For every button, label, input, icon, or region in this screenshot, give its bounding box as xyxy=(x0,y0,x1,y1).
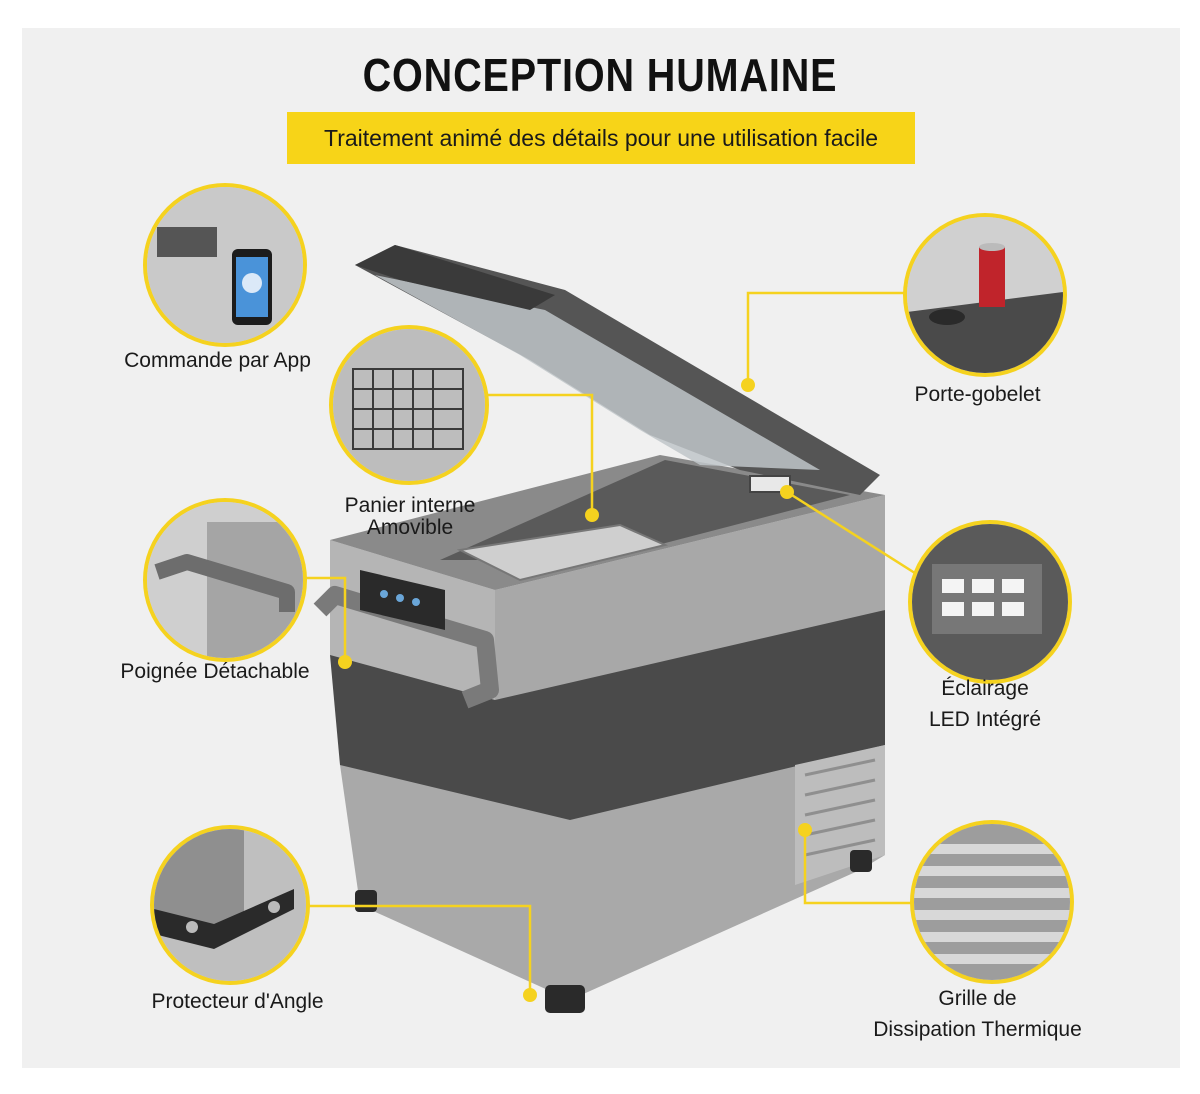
handle-icon xyxy=(147,502,303,658)
side-handle xyxy=(313,586,499,709)
fridge-cavity xyxy=(440,460,850,560)
label-corner: Protecteur d'Angle xyxy=(151,990,324,1013)
label-app-control: Commande par App xyxy=(124,349,311,372)
subtitle-text: Traitement animé des détails pour une ut… xyxy=(324,124,878,151)
connector-led xyxy=(786,490,919,577)
label-basket-line2: Amovible xyxy=(366,516,454,539)
page-title: CONCEPTION HUMAINE xyxy=(362,49,838,101)
connector-corner xyxy=(305,904,532,995)
label-basket-line1: Panier interne xyxy=(344,494,476,517)
connector-cup xyxy=(746,291,905,385)
detail-handle xyxy=(143,498,307,662)
basket-in-fridge xyxy=(456,523,669,582)
led-icon xyxy=(912,524,1068,680)
connector-handle xyxy=(300,576,347,662)
open-lid xyxy=(355,245,880,495)
detail-basket xyxy=(329,325,489,485)
bumper-front xyxy=(545,985,585,1013)
fridge-lower-body xyxy=(340,745,885,1000)
label-cup-holder: Porte-gobelet xyxy=(914,383,1041,406)
wire-basket-icon xyxy=(333,329,485,481)
label-grille-line1: Grille de xyxy=(938,987,1017,1010)
detail-app-control xyxy=(143,183,307,347)
corner-bumper-icon xyxy=(154,829,306,981)
detail-corner xyxy=(150,825,310,985)
label-handle: Poignée Détachable xyxy=(120,660,310,683)
fridge-upper-front xyxy=(495,495,885,700)
vent-grille-icon xyxy=(914,824,1070,980)
detail-cup-holder xyxy=(903,213,1067,377)
led-light xyxy=(749,475,791,493)
label-led-line1: Éclairage xyxy=(941,677,1029,700)
control-panel xyxy=(360,570,445,630)
detail-grille xyxy=(910,820,1074,984)
connector-grille xyxy=(803,830,912,905)
smartphone-icon xyxy=(147,187,303,343)
can-icon xyxy=(907,217,1063,373)
detail-led xyxy=(908,520,1072,684)
label-led-line2: LED Intégré xyxy=(928,708,1042,731)
bumper-right xyxy=(850,850,872,872)
label-grille-line2: Dissipation Thermique xyxy=(873,1018,1082,1041)
subtitle-banner: Traitement animé des détails pour une ut… xyxy=(287,112,915,164)
connector-basket xyxy=(480,393,594,515)
